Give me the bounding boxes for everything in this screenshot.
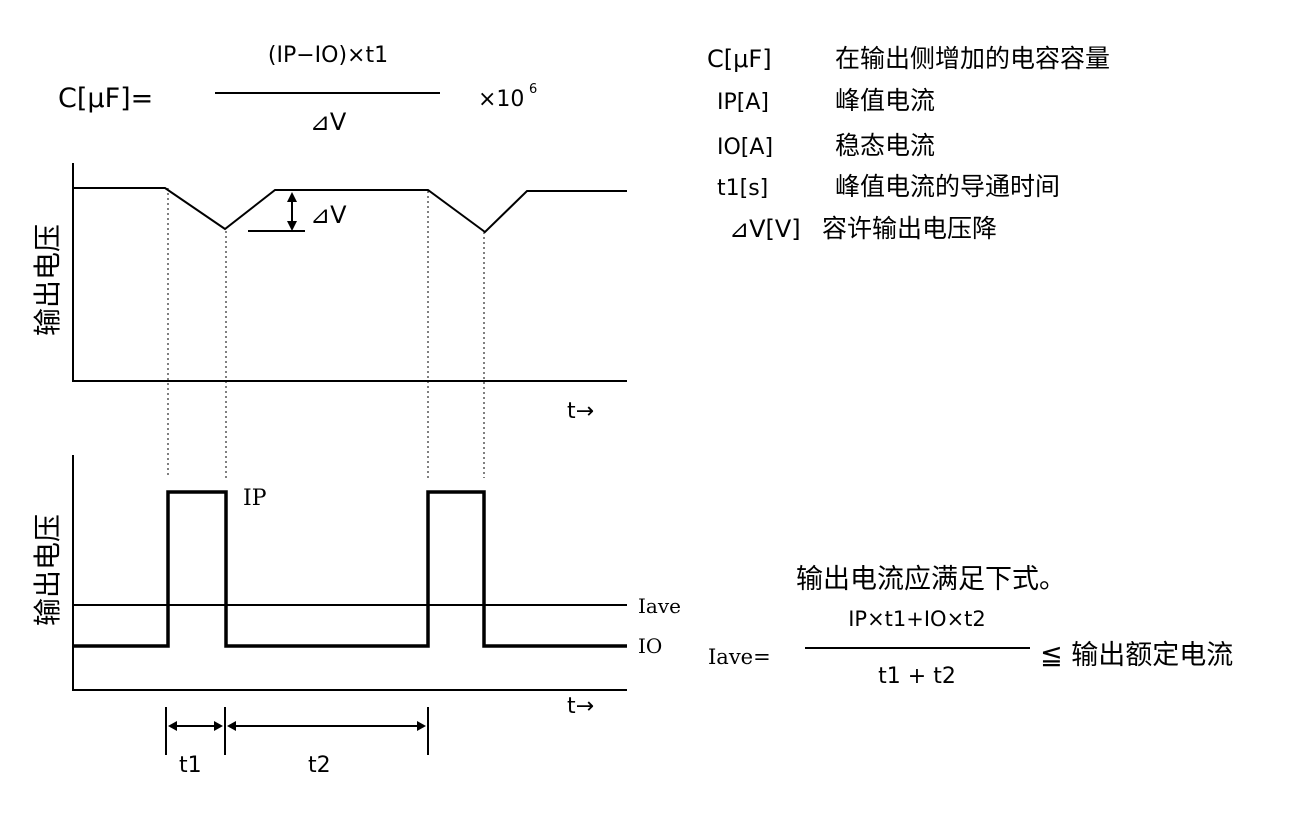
iave-label: Iave [638, 594, 681, 618]
legend-symbol-dv: ⊿V[V] [729, 215, 801, 243]
legend-desc-c: 在输出侧增加的电容容量 [835, 44, 1110, 73]
condition-denominator: t1 + t2 [878, 664, 956, 689]
t1-arrow-head-left [168, 721, 177, 731]
legend-symbol-c: C[μF] [707, 45, 772, 73]
t2-arrow-head-right [417, 721, 426, 731]
current-condition: 输出电流应满足下式。 Iave= IP×t1+IO×t2 t1 + t2 ≦ 输… [708, 564, 1233, 689]
legend-desc-io: 稳态电流 [835, 131, 935, 160]
io-label: IO [638, 634, 662, 658]
dv-label: ⊿V [310, 201, 347, 229]
legend-desc-t1: 峰值电流的导通时间 [835, 172, 1060, 201]
legend-symbol-t1: t1[s] [717, 176, 768, 201]
capacitance-formula: C[μF]= (IP−IO)×t1 ⊿V ×10 6 [58, 43, 537, 136]
guide-lines [167, 188, 485, 478]
legend-symbol-ip: IP[A] [717, 90, 769, 115]
current-ylabel: 输出电压 [31, 514, 64, 626]
dv-arrow-head-top [287, 192, 297, 202]
symbol-legend: C[μF] 在输出侧增加的电容容量 IP[A] 峰值电流 IO[A] 稳态电流 … [707, 44, 1110, 243]
legend-symbol-io: IO[A] [717, 135, 773, 160]
formula-denominator: ⊿V [310, 108, 347, 136]
condition-lhs: Iave= [708, 645, 771, 669]
condition-intro: 输出电流应满足下式。 [796, 564, 1066, 595]
formula-lhs: C[μF]= [58, 83, 153, 114]
t2-label: t2 [308, 753, 331, 778]
condition-relation: ≦ 输出额定电流 [1040, 640, 1233, 671]
current-xlabel: t→ [567, 694, 594, 719]
t2-arrow-head-left [227, 721, 236, 731]
formula-numerator: (IP−IO)×t1 [268, 43, 388, 68]
t1-label: t1 [179, 753, 202, 778]
voltage-chart: 输出电压 t→ ⊿V [31, 163, 627, 424]
current-waveform [73, 490, 627, 648]
ip-label: IP [243, 486, 267, 511]
legend-desc-ip: 峰值电流 [835, 86, 935, 115]
t1-arrow-head-right [214, 721, 223, 731]
dv-arrow-head-bottom [287, 221, 297, 231]
formula-exponent: 6 [529, 82, 537, 97]
current-chart: 输出电压 t→ IP Iave IO t1 t2 [31, 455, 681, 778]
voltage-waveform [73, 187, 627, 234]
condition-numerator: IP×t1+IO×t2 [848, 607, 986, 631]
voltage-ylabel: 输出电压 [31, 224, 64, 336]
formula-multiplier: ×10 [478, 87, 524, 112]
voltage-xlabel: t→ [567, 399, 594, 424]
legend-desc-dv: 容许输出电压降 [822, 214, 997, 243]
